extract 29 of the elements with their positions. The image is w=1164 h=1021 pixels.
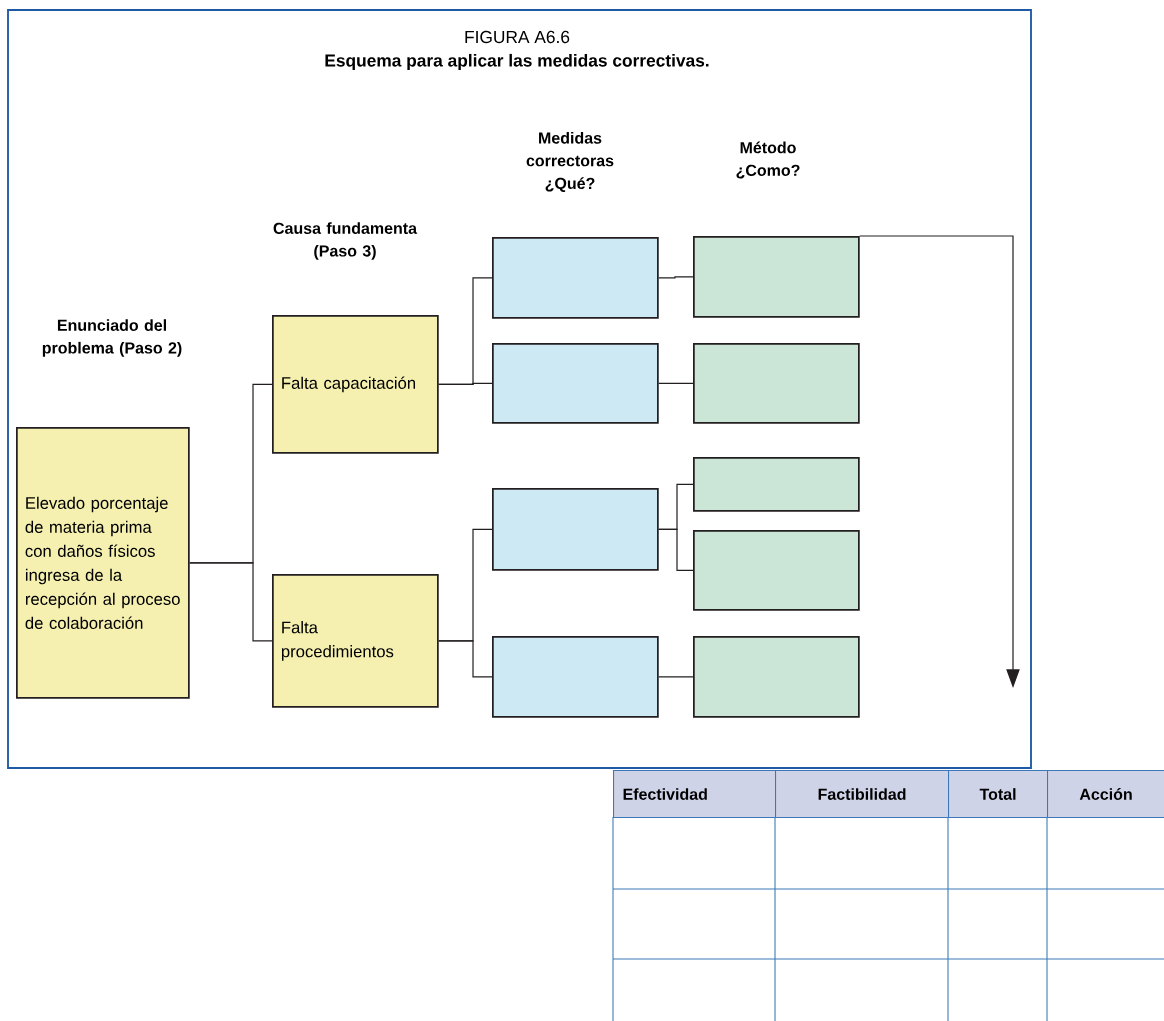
empty-box [492, 237, 659, 319]
column-header: Acción [1047, 770, 1164, 819]
connector-line [438, 382, 493, 385]
column-heading: Causa fundamenta (Paso 3) [273, 222, 418, 260]
connector-line [658, 382, 694, 384]
empty-box [492, 343, 659, 424]
connector-line [658, 276, 694, 279]
empty-box [693, 457, 860, 512]
text-box: Falta capacitación [272, 315, 439, 454]
connector-line [189, 562, 273, 642]
connector-line [438, 640, 493, 678]
figure-caption: Esquema para aplicar las medidas correctivas. [325, 53, 709, 71]
column-header: Factibilidad [775, 770, 950, 819]
column-header: Total [948, 770, 1049, 819]
connector-line [658, 528, 694, 571]
empty-box [492, 636, 659, 718]
connector-line [658, 676, 694, 678]
figure-title: FIGURA A6.6 [465, 30, 570, 44]
text-box: Falta procedimientos [272, 574, 439, 708]
column-header: Efectividad [613, 770, 777, 819]
empty-box [693, 636, 860, 718]
empty-box [693, 343, 860, 424]
column-heading: Método ¿Como? [736, 141, 800, 179]
empty-box [693, 530, 860, 611]
column-heading: Enunciado del problema (Paso 2) [42, 319, 182, 357]
text-box: Elevado porcentaje de materia prima con daños físicos ingresa de la recepción al proceso de colaboración [16, 427, 190, 699]
empty-box [492, 488, 659, 571]
column-heading: Medidas correctoras ¿Qué? [526, 131, 614, 193]
empty-box [693, 236, 860, 318]
